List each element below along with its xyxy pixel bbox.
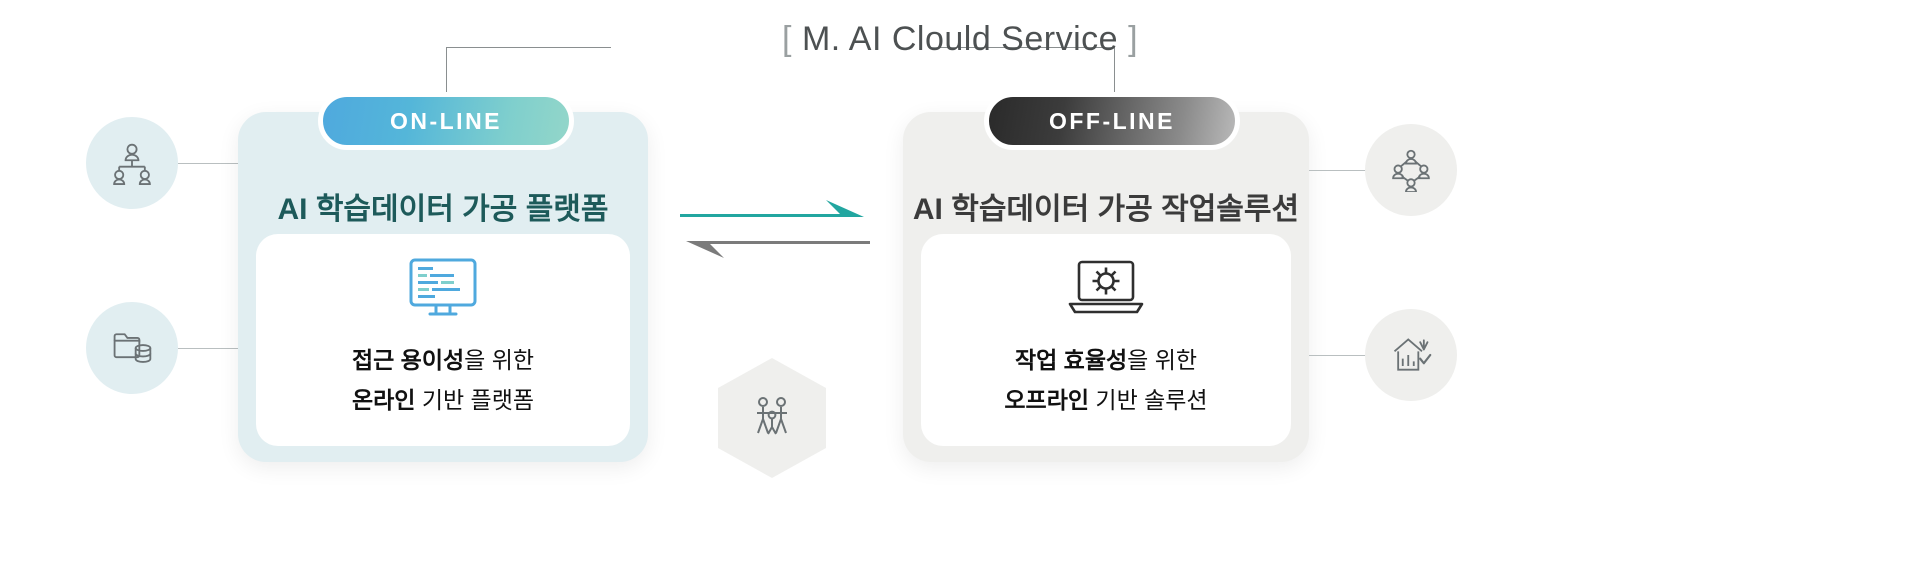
org-chart-people-icon	[113, 143, 151, 185]
bidirectional-arrows	[680, 198, 870, 270]
online-caption-bold-2: 온라인	[351, 387, 416, 413]
connector-left-bottom	[178, 348, 240, 349]
offline-card[interactable]: AI 학습데이터 가공 작업솔루션 작업 효율성을 위한 오프라인 기반 솔루션	[903, 112, 1309, 462]
arrow-pair-icon	[680, 200, 870, 258]
online-caption: 접근 용이성을 위한 온라인 기반 플랫폼	[256, 340, 630, 420]
bracket-drop-left	[446, 47, 447, 105]
offline-illustration	[921, 256, 1291, 320]
online-caption-bold-1: 접근 용이성	[351, 347, 465, 373]
bracket-close: ]	[1128, 20, 1139, 58]
database-folder-icon	[113, 333, 152, 363]
connector-right-bottom	[1309, 355, 1366, 356]
offline-caption-rest-2: 기반 솔루션	[1089, 387, 1208, 413]
online-illustration	[256, 256, 630, 322]
online-badge-label: ON-LINE	[389, 107, 503, 134]
bracket-line-left	[446, 47, 611, 48]
bracket-drop-right	[1114, 47, 1115, 105]
offline-badge-label: OFF-LINE	[1048, 107, 1176, 134]
online-card[interactable]: AI 학습데이터 가공 플랫폼 접근 용이성을 위한	[238, 112, 648, 462]
online-card-title: AI 학습데이터 가공 플랫폼	[277, 193, 609, 226]
house-check-chart-icon	[1393, 338, 1432, 371]
online-card-inner: 접근 용이성을 위한 온라인 기반 플랫폼	[256, 234, 630, 446]
online-caption-rest-1: 을 위한	[464, 347, 535, 373]
team-network-icon	[1392, 149, 1430, 192]
side-icon-left-top[interactable]	[86, 117, 178, 209]
side-icon-right-bottom[interactable]	[1365, 309, 1457, 401]
online-caption-rest-2: 기반 플랫폼	[415, 387, 535, 413]
arrow-left-gray	[686, 241, 870, 258]
arrow-right-teal	[680, 200, 864, 217]
laptop-gear-icon	[1068, 260, 1144, 314]
center-hexagon-badge[interactable]	[718, 358, 826, 478]
service-header-title: [M. AI Clould Service]	[0, 20, 1920, 59]
side-icon-right-top[interactable]	[1365, 124, 1457, 216]
bracket-line-right	[930, 47, 1115, 48]
desktop-monitor-code-icon	[409, 258, 477, 316]
offline-badge[interactable]: OFF-LINE	[984, 92, 1240, 150]
connector-right-top	[1309, 170, 1366, 171]
offline-caption-bold-2: 오프라인	[1004, 387, 1090, 413]
side-icon-left-bottom[interactable]	[86, 302, 178, 394]
connector-left-top	[178, 163, 240, 164]
offline-card-inner: 작업 효율성을 위한 오프라인 기반 솔루션	[921, 234, 1291, 446]
online-badge[interactable]: ON-LINE	[318, 92, 574, 150]
offline-caption-rest-1: 을 위한	[1127, 347, 1198, 373]
service-name-text: M. AI Clould Service	[801, 20, 1119, 58]
offline-card-title: AI 학습데이터 가공 작업솔루션	[912, 193, 1300, 226]
offline-caption: 작업 효율성을 위한 오프라인 기반 솔루션	[921, 340, 1291, 420]
offline-caption-bold-1: 작업 효율성	[1014, 347, 1128, 373]
bracket-open: [	[781, 20, 792, 58]
people-group-hexagon-icon	[757, 397, 787, 435]
